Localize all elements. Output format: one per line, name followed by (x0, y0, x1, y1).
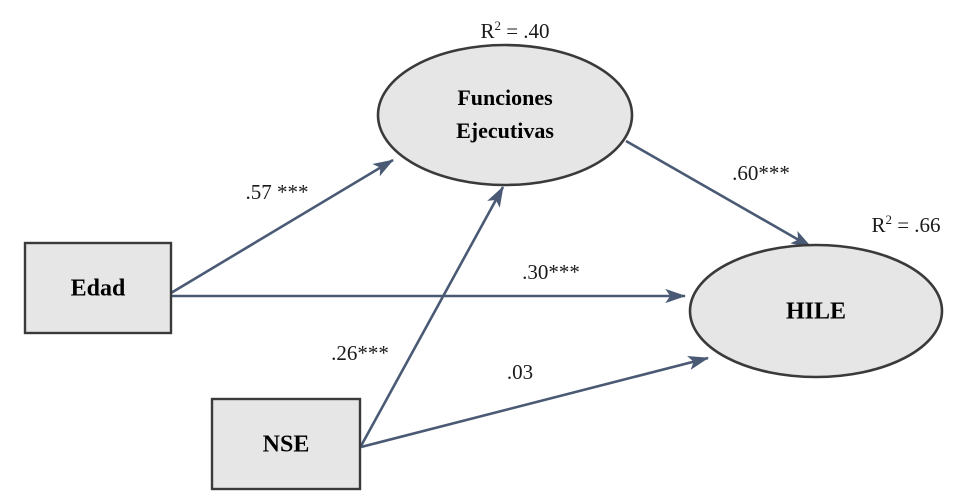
coefficient-group: .57 *** .30*** .60*** .26*** .03 (246, 161, 790, 384)
coefficient-funciones-ejecutivas-to-hile: .60*** (732, 161, 790, 185)
edge-funciones-ejecutivas-to-hile (625, 139, 812, 249)
node-nse-shape[interactable] (210, 397, 362, 491)
node-funciones-ejecutivas-shape[interactable] (376, 43, 634, 187)
edge-nse-to-hile (360, 355, 710, 449)
r2-hile-equals: = (892, 213, 914, 237)
r2-fe-equals: = (501, 19, 523, 43)
node-edad-label: Edad (71, 276, 126, 302)
r2-fe-exponent: 2 (494, 18, 501, 33)
node-hile-label: HILE (786, 299, 846, 325)
coefficient-edad-to-hile: .30*** (522, 260, 580, 284)
r2-hile-exponent: 2 (885, 212, 892, 227)
node-edad-shape[interactable] (23, 241, 173, 335)
r2-hile-label: R2 = .66 (871, 212, 940, 237)
edge-nse-to-funciones-ejecutivas (359, 186, 505, 447)
r2-hile-symbol: R (871, 213, 885, 237)
node-funciones-ejecutivas-label-line1: Funciones (457, 85, 553, 110)
coefficient-nse-to-hile: .03 (507, 360, 533, 384)
coefficient-nse-to-funciones-ejecutivas: .26*** (331, 341, 389, 365)
node-hile-shape[interactable] (688, 243, 944, 379)
r2-funciones-ejecutivas-label: R2 = .40 (480, 18, 549, 43)
node-nse-label: NSE (263, 432, 310, 458)
node-group: Edad NSE Funciones Ejecutivas HILE (23, 43, 944, 491)
edge-group (170, 139, 812, 449)
r2-hile-value: .66 (914, 213, 940, 237)
r2-fe-symbol: R (480, 19, 494, 43)
edge-edad-to-funciones-ejecutivas (170, 158, 394, 295)
r2-fe-value: .40 (523, 19, 549, 43)
node-funciones-ejecutivas-label-line2: Ejecutivas (456, 118, 554, 143)
coefficient-edad-to-funciones-ejecutivas: .57 *** (246, 180, 309, 204)
r-squared-group: R2 = .40 R2 = .66 (480, 18, 940, 237)
